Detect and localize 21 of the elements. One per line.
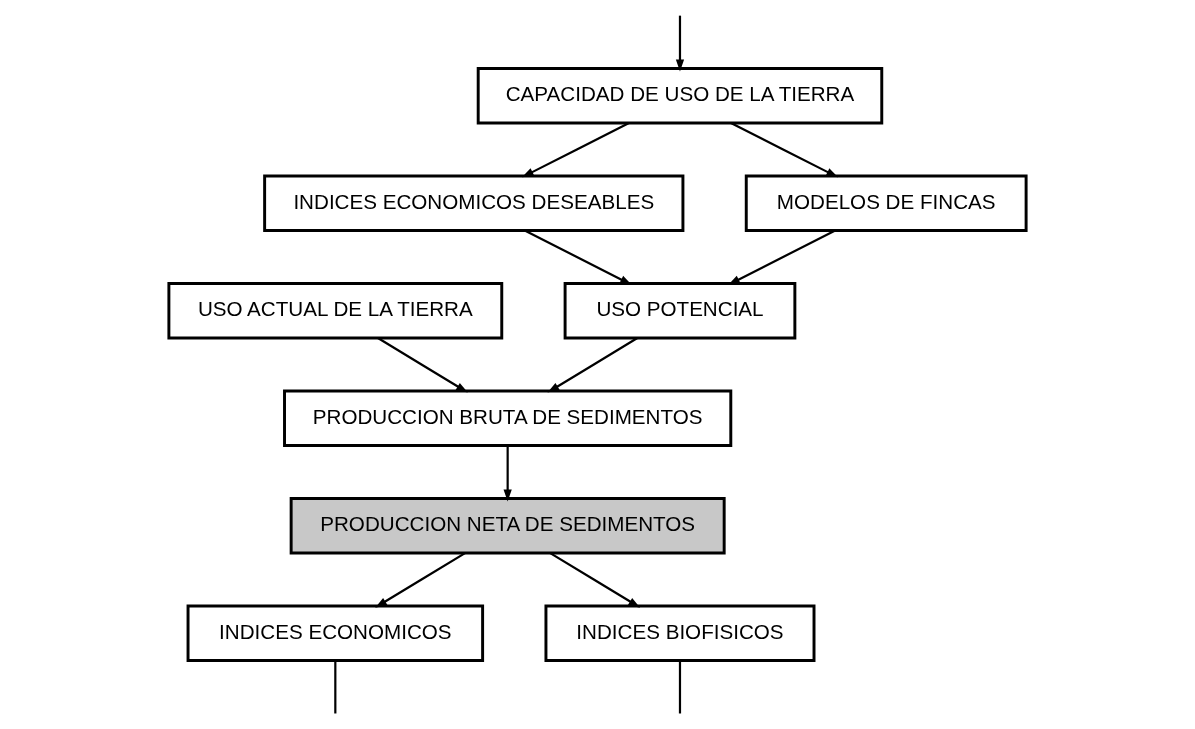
node-box: INDICES ECONOMICOS: [186, 604, 485, 663]
arrow: [503, 445, 512, 502]
node-box: USO POTENCIAL: [563, 282, 797, 340]
arrow: [377, 337, 468, 393]
arrow: [730, 122, 839, 178]
arrow: [521, 122, 630, 178]
connector: [678, 660, 682, 714]
arrow: [524, 229, 632, 285]
connector: [334, 660, 337, 714]
node-box: USO ACTUAL DE LA TIERRA: [167, 282, 504, 340]
arrow: [728, 229, 836, 285]
arrow: [675, 15, 685, 72]
node-box: INDICES BIOFISICOS: [544, 604, 816, 663]
node-box: INDICES ECONOMICOS DESEABLES: [263, 174, 685, 232]
node-box: MODELOS DE FINCAS: [744, 174, 1028, 232]
node-box: CAPACIDAD DE USO DE LA TIERRA: [476, 66, 884, 125]
node-box: PRODUCCION BRUTA DE SEDIMENTOS: [283, 389, 733, 447]
arrow: [549, 552, 641, 608]
arrow: [547, 337, 638, 393]
node-box: PRODUCCION NETA DE SEDIMENTOS: [289, 497, 726, 555]
arrow: [375, 552, 466, 608]
